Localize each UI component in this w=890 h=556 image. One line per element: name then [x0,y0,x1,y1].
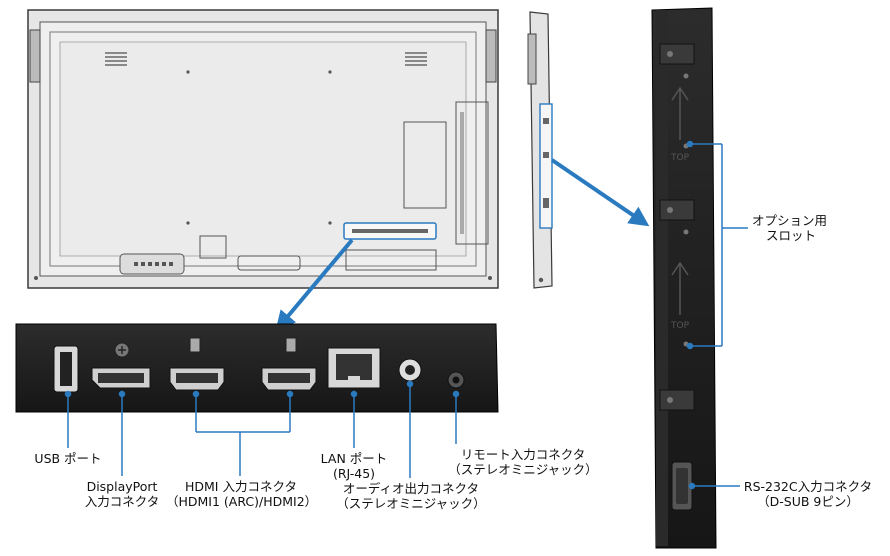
label-rs232c: RS-232C入力コネクタ （D-SUB 9ピン） [743,479,873,509]
label-option-slot: オプション用 スロット [752,213,828,243]
callout-lines [64,140,748,490]
label-audio-out: オーディオ出力コネクタ （ステレオミニジャック） [336,481,486,511]
connector-panel [15,323,499,413]
label-hdmi: HDMI 入力コネクタ （HDMI1 (ARC)/HDMI2） [166,479,318,509]
slot-top-mark-2: TOP [670,321,690,331]
slot-top-mark-1: TOP [670,153,690,163]
label-lan: LAN ポート (RJ-45) [320,451,388,481]
arrow-to-connector-panel [275,238,354,332]
arrow-to-side-panel [550,158,650,227]
side-connector-panel [651,7,717,549]
label-usb-port: USB ポート [34,451,102,466]
label-remote-in: リモート入力コネクタ （ステレオミニジャック） [448,447,598,477]
monitor-side-view [527,11,553,289]
monitor-rear-view [27,9,499,289]
label-displayport: DisplayPort 入力コネクタ [84,479,160,509]
